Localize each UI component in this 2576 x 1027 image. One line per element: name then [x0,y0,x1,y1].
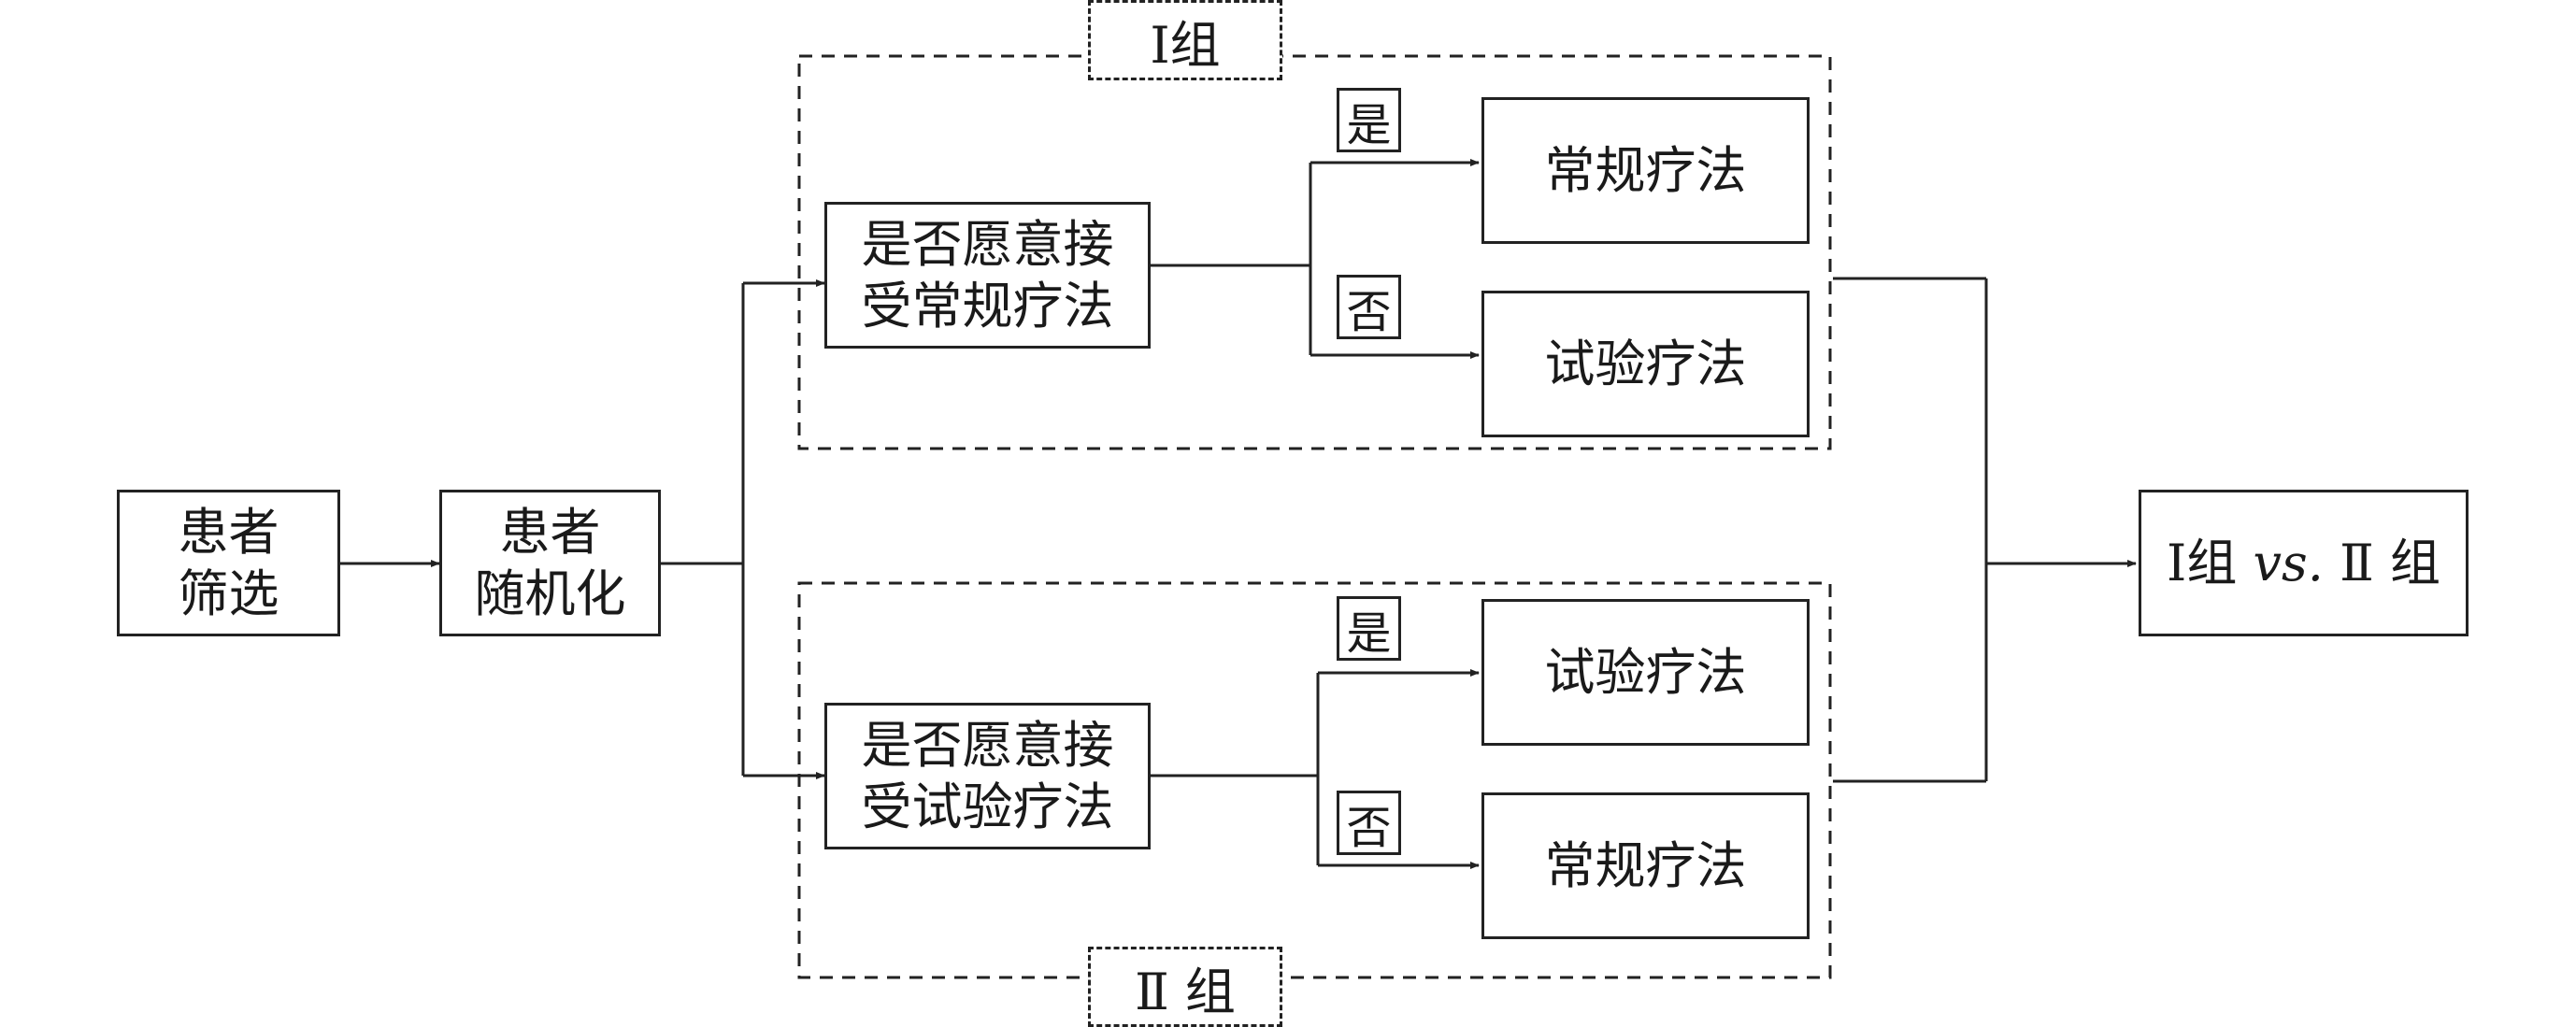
comparison-node: Ⅰ组 vs. Ⅱ 组 [2139,490,2469,636]
group1-label: Ⅰ组 [1088,0,1282,80]
screening-line-2: 筛选 [178,563,279,623]
g2-no-result-node: 常规疗法 [1481,792,1810,939]
group2-question-line-1: 是否愿意接 [861,715,1114,775]
g1-no-result-node: 试验疗法 [1481,291,1810,437]
comparison-vs: vs. [2253,533,2324,592]
randomization-line-1: 患者 [499,502,601,562]
group2-label: Ⅱ 组 [1088,947,1282,1027]
group1-question-node: 是否愿意接 受常规疗法 [824,202,1151,349]
screening-line-1: 患者 [178,502,279,562]
group2-frame [797,581,1832,979]
group1-frame [797,54,1832,450]
comparison-left: Ⅰ组 [2167,533,2254,592]
g1-yes-result-node: 常规疗法 [1481,97,1810,244]
group2-question-node: 是否愿意接 受试验疗法 [824,703,1151,849]
randomization-node: 患者 随机化 [439,490,661,636]
g1-yes-tag: 是 [1337,88,1401,152]
comparison-right: Ⅱ 组 [2323,533,2440,592]
randomization-line-2: 随机化 [474,563,626,623]
g2-no-tag: 否 [1337,791,1401,855]
group1-question-line-2: 受常规疗法 [861,276,1114,335]
g2-yes-result-node: 试验疗法 [1481,599,1810,746]
g2-yes-tag: 是 [1337,596,1401,661]
screening-node: 患者 筛选 [117,490,340,636]
g1-no-tag: 否 [1337,275,1401,339]
group1-question-line-1: 是否愿意接 [861,214,1114,274]
group2-question-line-2: 受试验疗法 [861,777,1114,836]
